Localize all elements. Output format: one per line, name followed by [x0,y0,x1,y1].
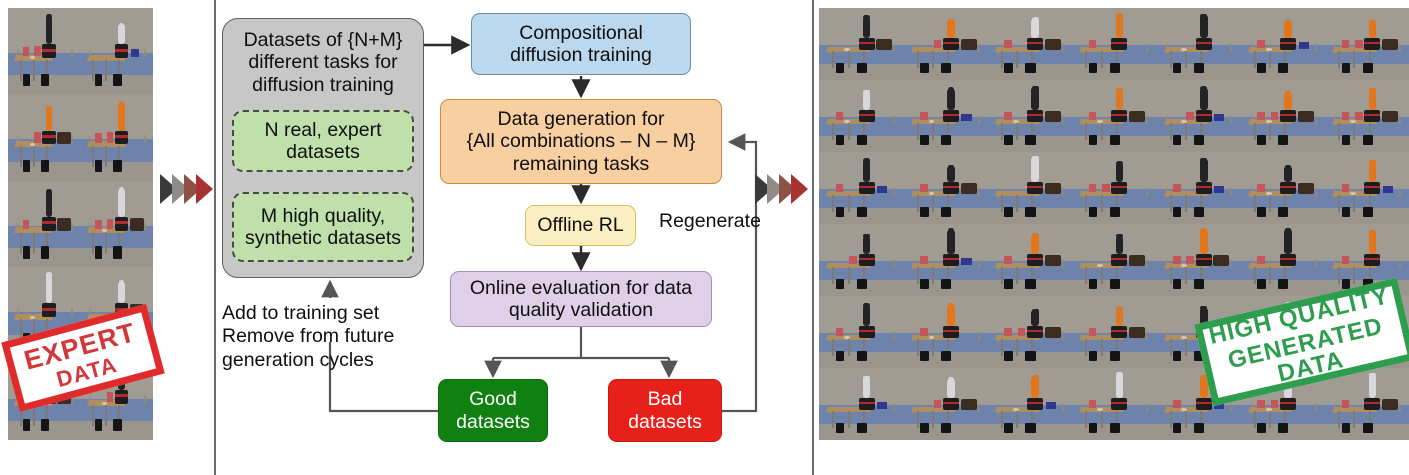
robot-scene-tile [1071,8,1157,80]
robot-scene-tile [1071,152,1157,224]
robot-scene-tile [8,8,81,95]
chevron-icon [196,174,213,204]
synthetic-datasets-label: M high quality, synthetic datasets [244,204,402,249]
real-datasets-label: N real, expert datasets [264,118,382,163]
robot-scene-tile [987,8,1072,80]
synthetic-datasets-box: M high quality, synthetic datasets [232,192,414,262]
bad-datasets-box: Bad datasets [608,379,722,442]
robot-scene-tile [987,152,1072,224]
good-datasets-box: Good datasets [438,379,548,442]
robot-scene-tile [819,224,904,296]
robot-scene-tile [1071,224,1157,296]
datasets-container-label: Datasets of {N+M} different tasks for di… [243,29,403,96]
online-evaluation-label: Online evaluation for data quality valid… [469,276,693,321]
online-evaluation-box: Online evaluation for data quality valid… [450,271,712,327]
regenerate-label: Regenerate [659,210,761,232]
robot-scene-tile [1071,296,1157,368]
robot-scene-tile [1156,152,1241,224]
compositional-diffusion-training-label: Compositional diffusion training [510,21,652,66]
robot-scene-tile [80,8,153,95]
robot-scene-tile [1071,368,1157,440]
robot-scene-tile [987,80,1072,152]
data-generation-label: Data generation for {All combinations – … [466,107,696,175]
robot-scene-tile [1156,8,1241,80]
chevron-icon [791,174,808,204]
robot-scene-tile [903,296,988,368]
compositional-diffusion-training-box: Compositional diffusion training [471,13,691,75]
real-datasets-box: N real, expert datasets [232,110,414,172]
robot-scene-tile [987,368,1072,440]
robot-scene-tile [1156,80,1241,152]
panel-divider-right [812,0,814,475]
robot-scene-tile [1324,368,1409,440]
robot-scene-tile [80,94,153,181]
robot-scene-tile [903,152,988,224]
data-generation-box: Data generation for {All combinations – … [440,99,722,184]
robot-scene-tile [987,224,1072,296]
flow-chevrons-left [160,174,213,204]
robot-scene-tile [1240,80,1325,152]
robot-scene-tile [819,368,904,440]
robot-scene-tile [987,296,1072,368]
robot-scene-tile [903,80,988,152]
robot-scene-tile [819,152,904,224]
offline-rl-label: Offline RL [537,214,624,237]
robot-scene-tile [1156,224,1241,296]
robot-scene-tile [8,180,81,268]
add-remove-note-label: Add to training set Remove from future g… [222,302,395,371]
robot-scene-tile [1324,152,1409,224]
robot-scene-tile [8,94,81,181]
robot-scene-tile [819,8,904,80]
panel-divider-left [214,0,216,475]
flow-chevrons-right [755,174,808,204]
robot-scene-tile [80,180,153,268]
robot-scene-tile [1071,80,1157,152]
offline-rl-box: Offline RL [525,205,636,246]
robot-scene-tile [903,8,988,80]
robot-scene-tile [1240,224,1325,296]
robot-scene-tile [819,80,904,152]
robot-scene-tile [1324,8,1409,80]
robot-scene-tile [1324,80,1409,152]
robot-scene-tile [1240,8,1325,80]
good-datasets-label: Good datasets [456,388,530,433]
bad-datasets-label: Bad datasets [628,388,702,433]
robot-scene-tile [903,368,988,440]
robot-scene-tile [903,224,988,296]
robot-scene-tile [819,296,904,368]
robot-scene-tile [1240,152,1325,224]
